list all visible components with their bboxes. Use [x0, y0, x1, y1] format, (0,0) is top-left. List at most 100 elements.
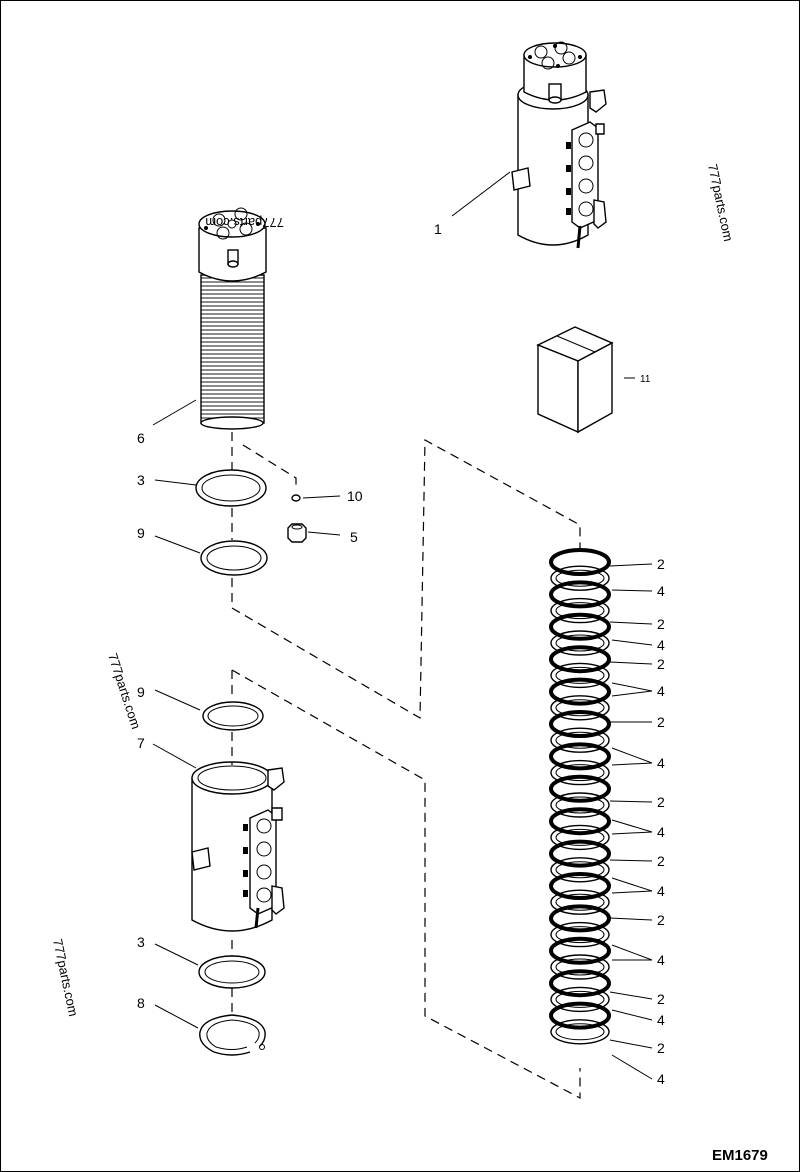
ring-4	[550, 889, 610, 915]
swivel-assembly-1	[451, 41, 607, 249]
assembly-lines	[231, 432, 581, 1099]
leader-line	[611, 747, 653, 764]
part-ring-9-lower	[154, 689, 264, 731]
ring-4-inner	[555, 569, 605, 587]
callout-6: 6	[137, 430, 145, 446]
callout-11: 11	[640, 374, 651, 385]
part-ring-9-upper	[154, 535, 268, 576]
ring-4-inner	[555, 699, 605, 717]
leader-line	[609, 661, 653, 665]
seal-2	[549, 904, 611, 933]
leader-line	[611, 831, 653, 835]
leader-line	[609, 917, 653, 921]
ring-4-inner	[555, 828, 605, 846]
leader-line	[611, 762, 653, 766]
leader-line	[609, 563, 653, 567]
callout-9-upper: 9	[137, 525, 145, 541]
callout-4: 4	[657, 952, 665, 968]
ring-4	[550, 695, 610, 721]
part-o-ring-10	[291, 494, 341, 502]
ring-4	[550, 954, 610, 980]
ring-4	[550, 921, 610, 948]
leader-line	[611, 944, 653, 961]
ring-4-inner	[555, 634, 605, 652]
callout-4: 4	[657, 824, 665, 840]
callout-3-lower: 3	[137, 934, 145, 950]
seal-2	[549, 677, 611, 706]
part-snap-ring-8	[154, 1004, 266, 1056]
leader-line	[611, 682, 653, 692]
callout-2: 2	[657, 656, 665, 672]
leader-line	[611, 589, 653, 592]
part-fitting-5	[287, 523, 341, 543]
callout-1: 1	[434, 221, 442, 237]
seal-2	[549, 645, 611, 674]
callout-4: 4	[657, 1071, 665, 1087]
callout-2: 2	[657, 616, 665, 632]
callout-4: 4	[657, 583, 665, 599]
seal-2	[549, 774, 611, 803]
leader-line	[611, 690, 653, 697]
ring-4	[550, 1019, 610, 1045]
ring-4-inner	[555, 990, 605, 1008]
part-seal-3-lower	[154, 943, 266, 989]
ring-4	[550, 565, 610, 591]
ring-4	[550, 630, 610, 656]
leader-line	[611, 639, 653, 646]
part-housing-7	[152, 743, 285, 932]
leader-line	[611, 1009, 653, 1021]
seal-2	[549, 969, 611, 998]
callout-2: 2	[657, 912, 665, 928]
drawing-code: EM1679	[712, 1147, 768, 1164]
callout-2: 2	[657, 794, 665, 810]
ring-4-inner	[555, 893, 605, 911]
callout-2: 2	[657, 714, 665, 730]
seal-2	[549, 710, 611, 738]
leader-line	[609, 621, 653, 625]
callout-4: 4	[657, 1012, 665, 1028]
seal-2	[549, 548, 611, 576]
seal-2	[549, 1001, 611, 1030]
ring-4	[550, 792, 610, 818]
seal-2	[549, 872, 611, 900]
seal-2	[549, 612, 611, 641]
ring-4-inner	[555, 666, 605, 684]
seal-2	[549, 936, 611, 965]
ring-4	[550, 727, 610, 753]
ring-4	[550, 857, 610, 883]
ring-4-inner	[555, 1023, 605, 1041]
callout-4: 4	[657, 683, 665, 699]
part-shaft-6	[152, 207, 267, 430]
leader-line	[609, 800, 653, 803]
callout-8: 8	[137, 995, 145, 1011]
ring-4-inner	[555, 926, 605, 944]
ring-4	[550, 662, 610, 689]
ring-4-inner	[555, 796, 605, 814]
watermark-left-bottom: 777parts.com	[50, 938, 81, 1018]
leader-line	[609, 859, 653, 862]
ring-4-inner	[555, 861, 605, 879]
ring-4	[550, 986, 610, 1013]
leader-line	[609, 1039, 653, 1049]
callout-7: 7	[137, 735, 145, 751]
callout-2: 2	[657, 853, 665, 869]
seal-2	[549, 839, 611, 868]
watermark-right: 777parts.com	[705, 163, 736, 243]
callout-3-upper: 3	[137, 472, 145, 488]
ring-4-inner	[555, 731, 605, 749]
callout-labels: 1 11 6 3 10 9 5 9 7 3 8	[137, 221, 651, 1011]
ring-4-inner	[555, 602, 605, 620]
ring-4	[550, 759, 610, 786]
leader-line	[611, 1054, 653, 1080]
seal-2	[549, 580, 611, 609]
leader-line	[611, 890, 653, 894]
leader-line	[611, 819, 653, 833]
callout-4: 4	[657, 883, 665, 899]
part-seal-3-upper	[154, 469, 267, 507]
callout-4: 4	[657, 755, 665, 771]
callout-10: 10	[347, 488, 363, 504]
ring-4	[550, 824, 610, 851]
callout-9-lower: 9	[137, 684, 145, 700]
